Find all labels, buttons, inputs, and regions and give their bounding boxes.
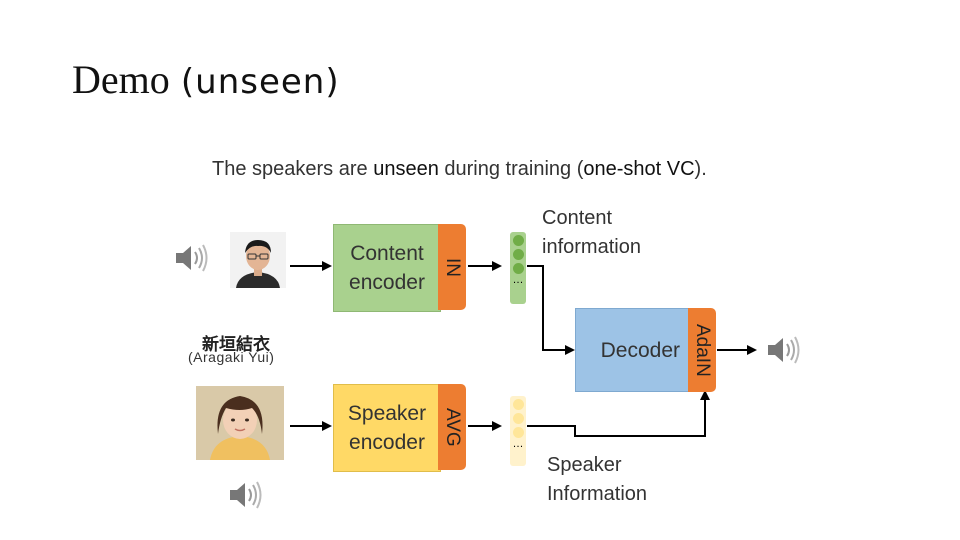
subtitle-suffix: ). xyxy=(694,158,707,180)
speaker-sound-icon[interactable] xyxy=(766,334,802,366)
adain-layer: AdaIN xyxy=(688,308,716,392)
in-norm-label: IN xyxy=(442,257,463,277)
content-vector-dot xyxy=(512,263,524,274)
decoder-label: Decoder xyxy=(600,338,680,362)
content-encoder-box: Content encoder xyxy=(333,224,441,312)
adain-label: AdaIN xyxy=(692,323,713,377)
page-title: Demo (unseen) xyxy=(72,56,340,103)
title-main: Demo xyxy=(72,57,170,102)
speaker-encoder-label-1: Speaker xyxy=(347,402,427,425)
subtitle-one-shot: one-shot VC xyxy=(583,158,695,180)
speaker-vector-to-adain-arrow xyxy=(527,390,710,437)
content-information-line-1: Content xyxy=(542,207,613,229)
speaker-vector: … xyxy=(510,396,526,466)
decoder-box: Decoder xyxy=(575,308,689,392)
content-information-line-2: information xyxy=(542,236,641,258)
avg-pool-layer: AVG xyxy=(438,384,466,470)
subtitle-unseen: unseen xyxy=(373,158,439,180)
avg-pool-label: AVG xyxy=(442,407,463,447)
speaker-encoder-label-2: encoder xyxy=(349,431,425,454)
content-vector-ellipsis: … xyxy=(512,274,524,286)
subtitle-prefix: The speakers are xyxy=(212,158,374,180)
speaker-sound-icon[interactable] xyxy=(174,242,210,274)
subtitle: The speakers are unseen during training … xyxy=(212,158,707,181)
speaker-name-en: (Aragaki Yui) xyxy=(188,349,275,365)
subtitle-middle: during training ( xyxy=(438,158,584,180)
speaker-vector-ellipsis: … xyxy=(512,438,524,450)
speaker-information-label: Speaker Information xyxy=(547,451,647,509)
speaker-information-line-2: Information xyxy=(547,483,648,505)
speaker-vector-dot xyxy=(512,413,524,424)
speaker-information-line-1: Speaker xyxy=(547,454,622,476)
in-norm-layer: IN xyxy=(438,224,466,310)
speaker-vector-dot xyxy=(512,399,524,410)
content-encoder-label-1: Content xyxy=(350,242,424,265)
speaker-vector-dot xyxy=(512,427,524,438)
content-speaker-photo xyxy=(230,232,286,288)
content-vector: … xyxy=(510,232,526,304)
title-suffix: (unseen) xyxy=(180,62,340,102)
speaker-photo xyxy=(196,386,284,460)
speaker-sound-icon[interactable] xyxy=(228,479,264,511)
content-vector-dot xyxy=(512,249,524,260)
content-vector-to-decoder-arrow xyxy=(527,265,575,355)
speaker-encoder-box: Speaker encoder xyxy=(333,384,441,472)
content-vector-dot xyxy=(512,235,524,246)
content-information-label: Content information xyxy=(542,204,641,262)
content-encoder-label-2: encoder xyxy=(349,271,425,294)
speaker-name-cn: 新垣結衣 xyxy=(202,335,270,355)
